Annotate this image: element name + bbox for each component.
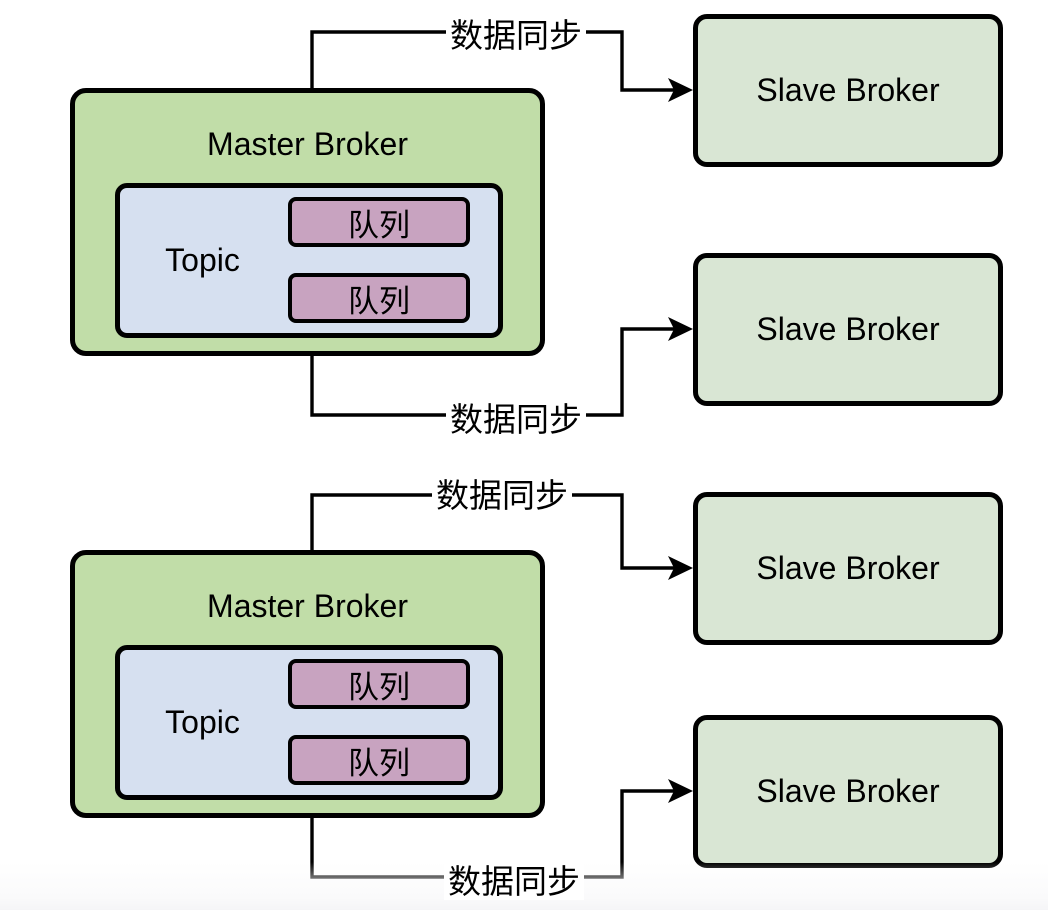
sync-label-3: 数据同步 xyxy=(432,478,572,514)
arrowhead-icon-slave3 xyxy=(668,556,693,580)
slave-broker-3: Slave Broker xyxy=(693,492,1003,645)
master-broker-title: Master Broker xyxy=(207,588,408,624)
topic-box: Topic 队列 队列 xyxy=(115,645,503,800)
connector-line-master1-slave1 xyxy=(310,30,678,92)
topic-label: Topic xyxy=(165,704,240,740)
connector-line-master1-slave2 xyxy=(310,327,678,417)
arrowhead-icon-slave1 xyxy=(668,78,693,102)
master-broker-title: Master Broker xyxy=(207,126,408,162)
slave-broker-1: Slave Broker xyxy=(693,14,1003,167)
queue-box: 队列 xyxy=(288,735,470,785)
sync-label-4: 数据同步 xyxy=(444,864,584,900)
slave-broker-2: Slave Broker xyxy=(693,253,1003,406)
queue-box: 队列 xyxy=(288,659,470,709)
master-broker-1: Master Broker Topic 队列 队列 xyxy=(70,88,545,356)
queue-box: 队列 xyxy=(288,273,470,323)
queue-box: 队列 xyxy=(288,197,470,247)
sync-label-1: 数据同步 xyxy=(446,18,586,54)
topic-box: Topic 队列 队列 xyxy=(115,183,503,338)
sync-label-2: 数据同步 xyxy=(446,402,586,438)
arrowhead-icon-slave2 xyxy=(668,317,693,341)
topic-label: Topic xyxy=(165,242,240,278)
arrowhead-icon-slave4 xyxy=(668,779,693,803)
connector-line-master2-slave3 xyxy=(310,493,678,570)
master-broker-2: Master Broker Topic 队列 队列 xyxy=(70,550,545,818)
slave-broker-4: Slave Broker xyxy=(693,715,1003,868)
